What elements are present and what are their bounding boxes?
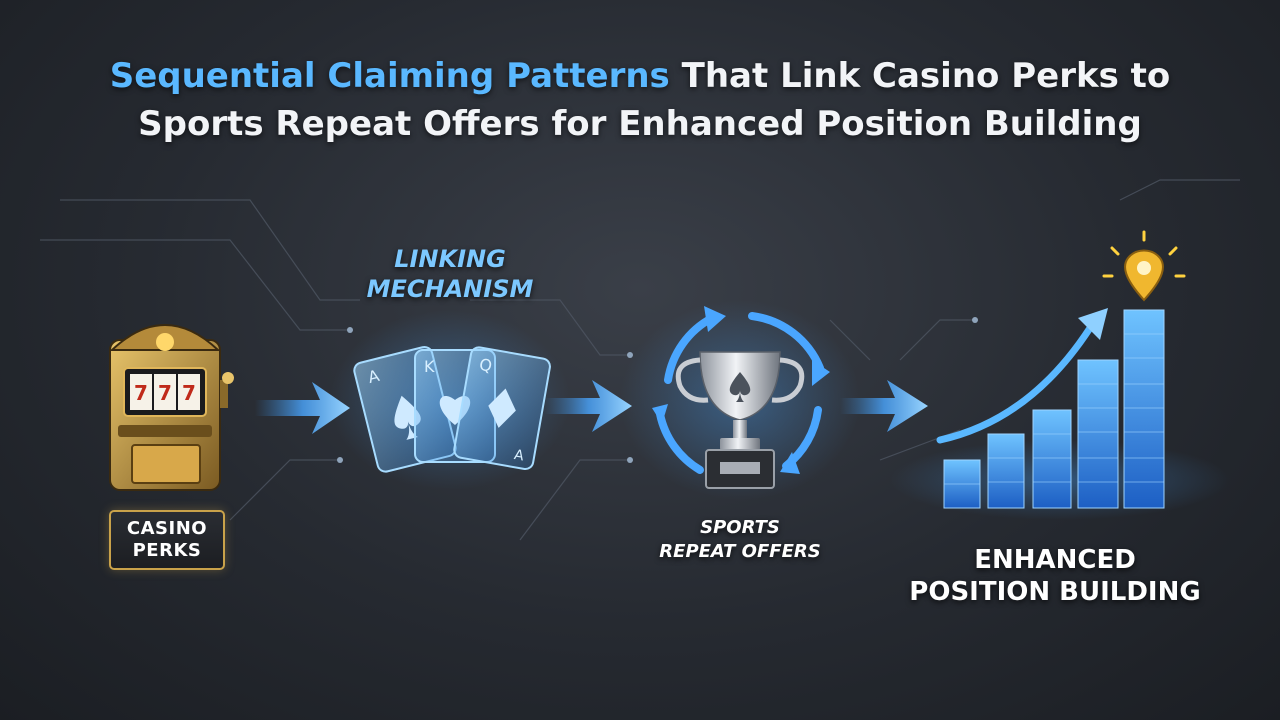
bar-5: [1123, 309, 1165, 509]
sports-label-line-1: SPORTS: [700, 517, 780, 538]
sports-label-line-2: REPEAT OFFERS: [659, 541, 821, 562]
enhanced-position-building-label: ENHANCED POSITION BUILDING: [890, 544, 1220, 608]
flow-arrows: [255, 380, 928, 434]
page-title: Sequential Claiming Patterns That Link C…: [0, 52, 1280, 148]
growth-chart-icon: [890, 230, 1230, 520]
casino-perks-label: CASINO PERKS: [109, 510, 225, 570]
casino-label-line-2: PERKS: [132, 540, 202, 561]
arrow-1: [255, 382, 350, 434]
trophy-icon: [620, 300, 860, 500]
arrow-2: [545, 380, 632, 432]
svg-text:7: 7: [182, 381, 196, 405]
circuit-lines: [40, 179, 1240, 541]
trend-arrow: [936, 324, 1094, 444]
linking-mechanism-label: LINKING MECHANISM: [300, 244, 600, 304]
title-line-1: Sequential Claiming Patterns That Link C…: [0, 52, 1280, 100]
bar-2: [987, 433, 1025, 509]
svg-text:7: 7: [134, 381, 148, 405]
location-pin-icon: [1102, 230, 1186, 302]
arrow-3: [840, 380, 928, 432]
bar-4: [1077, 359, 1119, 509]
slot-machine-icon: 7 7 7: [109, 324, 234, 491]
svg-text:A: A: [366, 366, 381, 387]
casino-label-line-1: CASINO: [126, 518, 208, 539]
title-line-2: Sports Repeat Offers for Enhanced Positi…: [138, 104, 1142, 144]
enhanced-label-line-1: ENHANCED: [974, 545, 1136, 575]
title-accent: Sequential Claiming Patterns: [109, 56, 670, 96]
title-line-1-rest: That Link Casino Perks to: [669, 56, 1171, 96]
enhanced-label-line-2: POSITION BUILDING: [909, 577, 1201, 607]
svg-text:A: A: [513, 447, 526, 464]
linking-label-line-2: MECHANISM: [366, 275, 534, 303]
svg-text:7: 7: [158, 381, 172, 405]
circuit-nodes: [337, 317, 978, 463]
svg-text:Q: Q: [478, 355, 494, 376]
sports-repeat-offers-label: SPORTS REPEAT OFFERS: [610, 516, 870, 564]
linking-label-line-1: LINKING: [394, 245, 506, 273]
bar-3: [1032, 409, 1072, 509]
playing-cards-icon: A K Q A: [330, 310, 570, 490]
svg-text:K: K: [424, 357, 435, 376]
